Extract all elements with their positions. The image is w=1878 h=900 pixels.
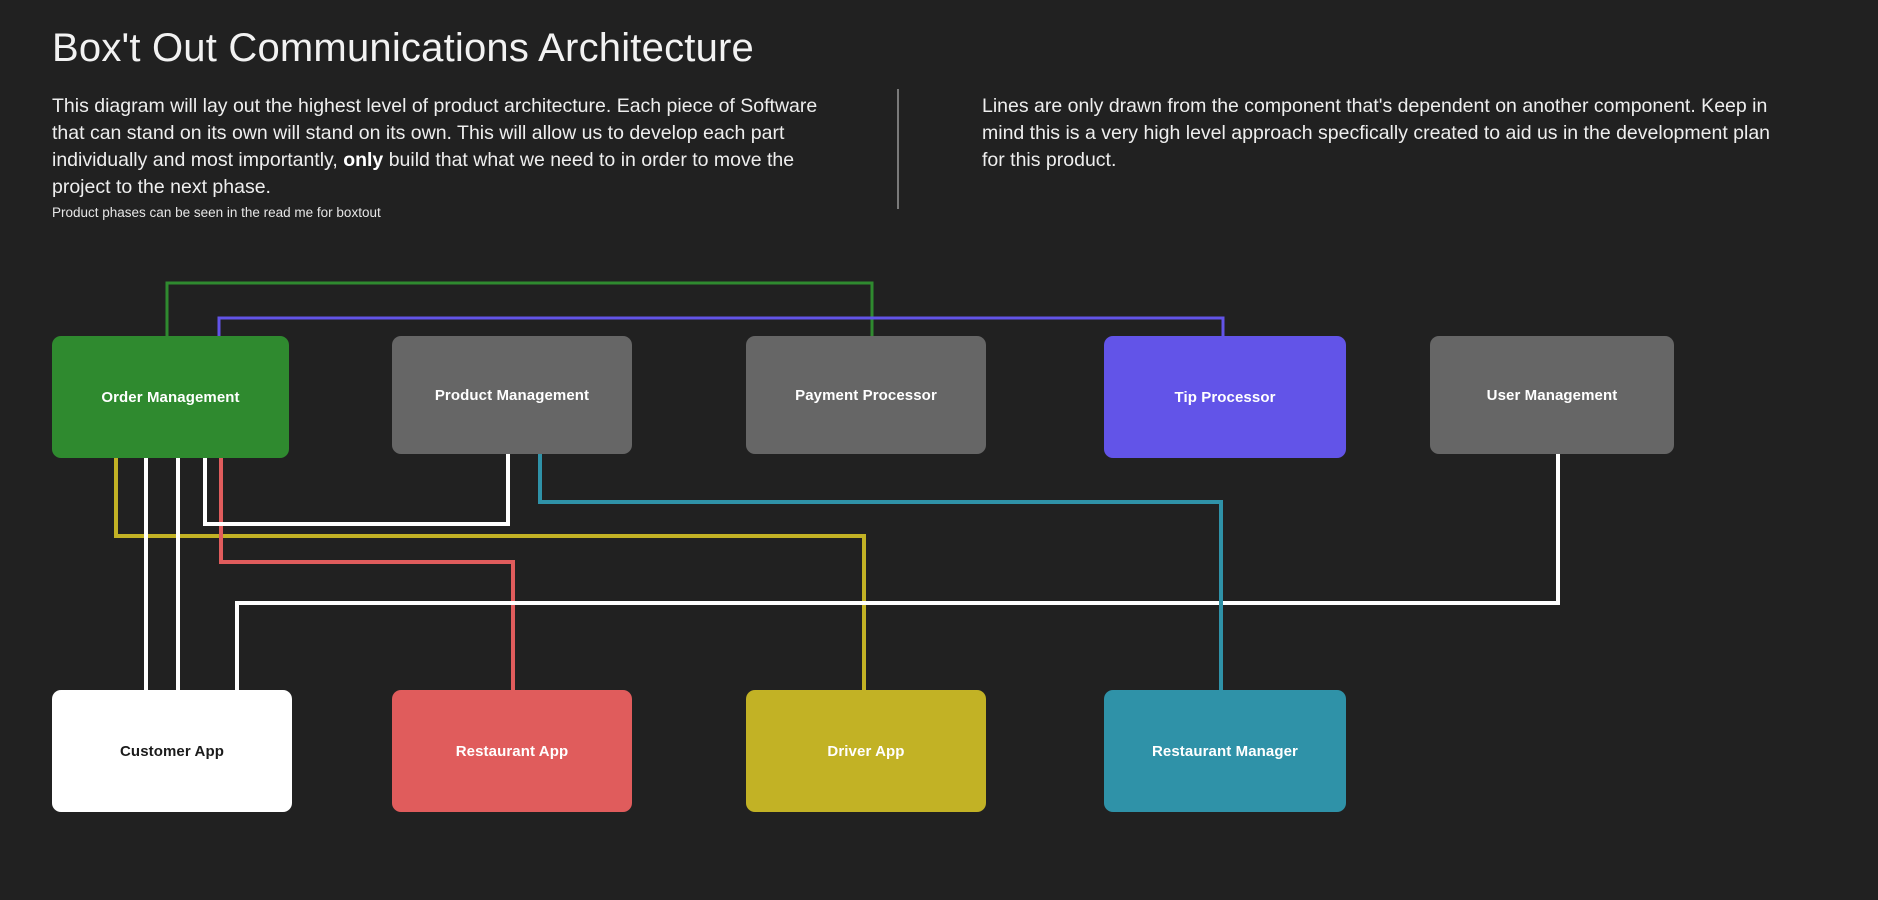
page-title: Box't Out Communications Architecture <box>52 26 754 70</box>
node-label-user-management: User Management <box>1486 386 1618 404</box>
node-label-restaurant-manager: Restaurant Manager <box>1151 742 1298 760</box>
node-payment-processor[interactable]: Payment Processor <box>746 336 986 454</box>
node-label-order-management: Order Management <box>101 388 240 406</box>
node-restaurant-manager[interactable]: Restaurant Manager <box>1104 690 1346 812</box>
node-label-payment-processor: Payment Processor <box>795 386 937 404</box>
intro-paragraph: This diagram will lay out the highest le… <box>52 93 842 201</box>
intro-paragraph-part2: build that what we need to in order to m… <box>52 149 795 198</box>
connector-edge-customer-to-user <box>235 454 1560 690</box>
page-header: Box't Out Communications Architecture Th… <box>0 0 1878 240</box>
intro-columns: This diagram will lay out the highest le… <box>52 89 1842 223</box>
node-label-tip-processor: Tip Processor <box>1174 388 1276 406</box>
connector-edge-order-to-tip <box>217 316 1225 336</box>
intro-paragraph-emphasis: only <box>343 149 384 171</box>
intro-footnote: Product phases can be seen in the read m… <box>52 205 381 220</box>
connector-edge-manager-to-payment <box>538 454 1223 690</box>
node-customer-app[interactable]: Customer App <box>52 690 292 812</box>
intro-column-divider <box>897 89 899 209</box>
node-label-product-management: Product Management <box>434 386 590 404</box>
connector-edge-driver-to-order <box>114 458 866 690</box>
connector-edge-restaurant-to-order <box>219 458 515 690</box>
node-label-driver-app: Driver App <box>827 742 905 760</box>
intro-note: Lines are only drawn from the component … <box>982 95 1771 171</box>
node-product-management[interactable]: Product Management <box>392 336 632 454</box>
node-restaurant-app[interactable]: Restaurant App <box>392 690 632 812</box>
intro-left-column: This diagram will lay out the highest le… <box>52 93 842 222</box>
node-tip-processor[interactable]: Tip Processor <box>1104 336 1346 458</box>
intro-right-column: Lines are only drawn from the component … <box>982 93 1782 174</box>
connector-edge-customer-to-product <box>203 454 510 526</box>
node-label-restaurant-app: Restaurant App <box>455 742 569 760</box>
node-driver-app[interactable]: Driver App <box>746 690 986 812</box>
node-user-management[interactable]: User Management <box>1430 336 1674 454</box>
node-label-customer-app: Customer App <box>120 742 224 760</box>
node-order-management[interactable]: Order Management <box>52 336 289 458</box>
intro-paragraph-part1: This diagram will lay out the highest le… <box>52 95 818 171</box>
connector-edge-order-to-payment <box>165 281 874 336</box>
